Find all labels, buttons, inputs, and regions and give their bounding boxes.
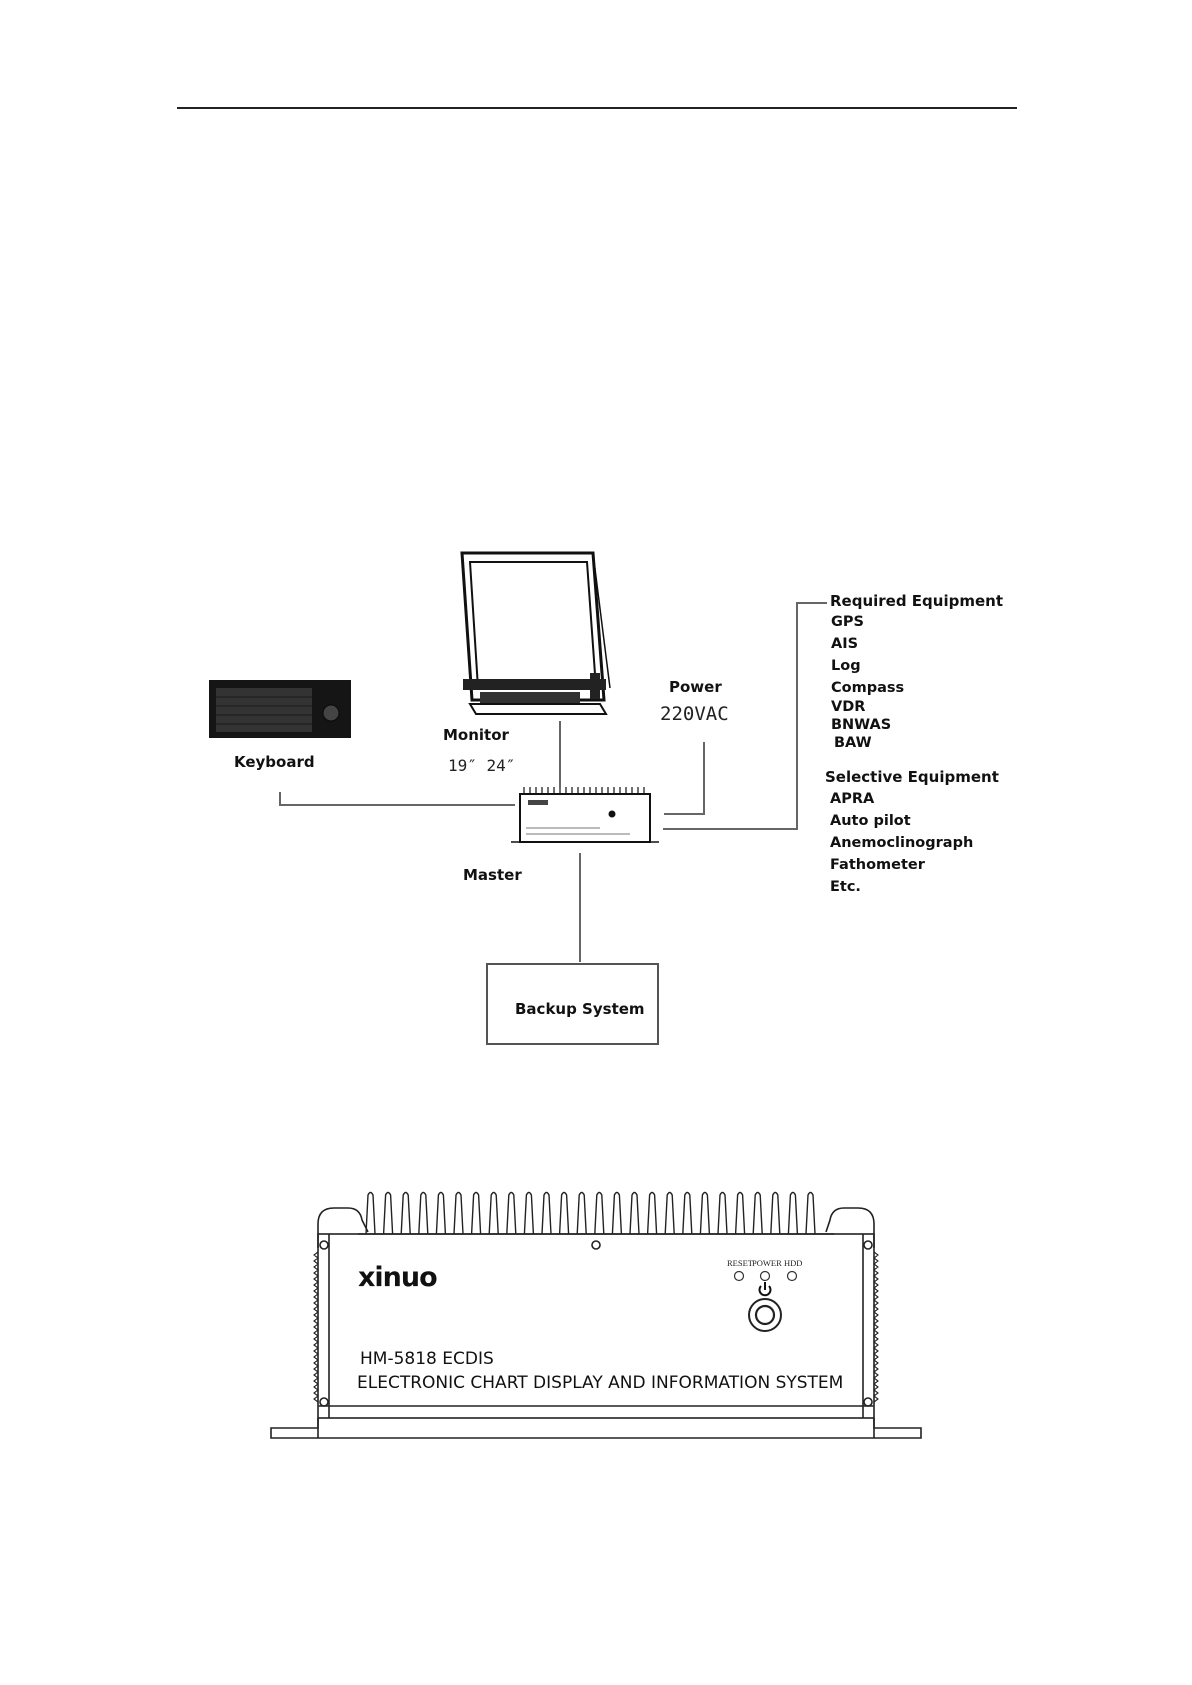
power-button[interactable] (749, 1299, 781, 1331)
heatsink-fin (507, 1193, 516, 1235)
heatsink-fin (683, 1193, 692, 1235)
heatsink-fin (648, 1193, 657, 1235)
heatsink-fin (736, 1193, 745, 1235)
device-model: HM-5818 ECDIS (360, 1349, 494, 1369)
heatsink-fin (595, 1193, 604, 1235)
heatsink-fin (612, 1193, 621, 1235)
heatsink-fin (718, 1193, 727, 1235)
device-subtitle: ELECTRONIC CHART DISPLAY AND INFORMATION… (357, 1373, 843, 1393)
heatsink-fin (401, 1193, 410, 1235)
heatsink-fin (630, 1193, 639, 1235)
heatsink-fin (524, 1193, 533, 1235)
heatsink-fin (542, 1193, 551, 1235)
heatsink-fin (472, 1193, 481, 1235)
heatsink-fin (665, 1193, 674, 1235)
heatsink-fin (489, 1193, 498, 1235)
heatsink-fin (419, 1193, 428, 1235)
heatsink-fin (788, 1193, 797, 1235)
led-label-hdd: HDD (784, 1258, 802, 1268)
brand-logo: xinuo (358, 1262, 437, 1293)
heatsink-fin (806, 1193, 815, 1235)
heatsink-fin (560, 1193, 569, 1235)
heatsink-fin (436, 1193, 445, 1235)
heatsink-fin (384, 1193, 393, 1235)
heatsink-fin (700, 1193, 709, 1235)
heatsink-fin (753, 1193, 762, 1235)
heatsink-fin (454, 1193, 463, 1235)
led-label-power: POWER (752, 1258, 782, 1268)
heatsink-fin (577, 1193, 586, 1235)
led-label-reset: RESET (727, 1258, 753, 1268)
power-icon (760, 1282, 771, 1295)
heatsink-fin (771, 1193, 780, 1235)
heatsink-fin (366, 1193, 375, 1235)
